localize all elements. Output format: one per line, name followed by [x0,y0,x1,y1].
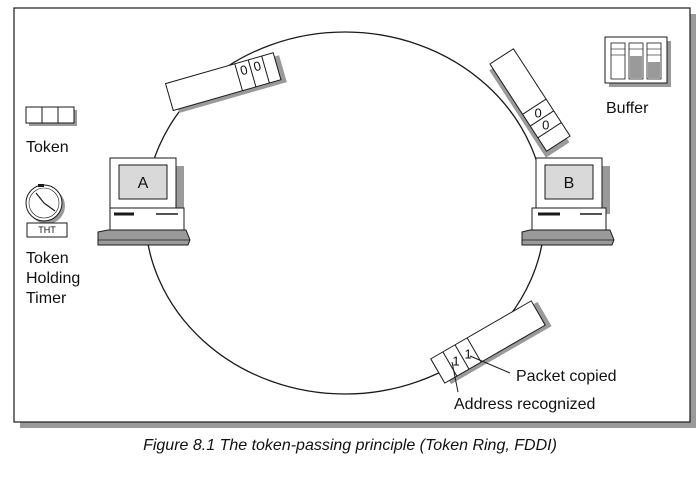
bottom-frame-bit-2: 1 [464,347,471,362]
token-holding-timer-line3: Timer [26,290,67,307]
bottom-frame: 1 1 [430,300,552,385]
token-holding-timer-line2: Holding [26,270,80,287]
packet-copied-label: Packet copied [516,368,617,385]
station-b-label: B [564,175,575,192]
figure-caption: Figure 8.1 The token-passing principle (… [143,437,557,454]
tht-badge: THT [26,222,68,238]
station-b-computer-icon: B [521,157,615,246]
station-a-computer-icon: A [97,157,191,246]
buffer-label: Buffer [606,100,649,117]
clock-icon [25,184,65,224]
top-frame-bit-2: 0 [252,58,263,74]
address-recognized-label: Address recognized [454,396,595,413]
bottom-frame-bit-1: 1 [452,354,459,369]
tht-label: THT [38,225,56,235]
top-frame: 0 0 [164,52,287,114]
right-frame-bit-1: 0 [535,106,542,121]
token-label: Token [26,139,69,156]
top-frame-bit-1: 0 [238,62,249,78]
address-recognized-pointer [451,361,459,393]
token-icon [25,106,77,126]
right-frame-bit-2: 0 [542,117,549,132]
station-a-label: A [138,175,149,192]
token-holding-timer-line1: Token [26,250,69,267]
right-frame: 0 0 [489,48,571,158]
packet-copied-pointer [469,355,511,374]
buffer-icon [604,36,671,87]
